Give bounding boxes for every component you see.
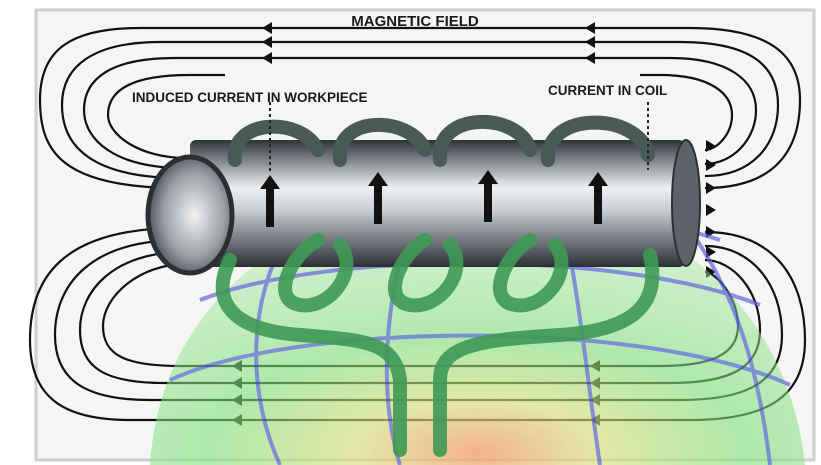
- workpiece-right-end: [672, 140, 700, 266]
- workpiece-left-opening: [148, 157, 232, 273]
- title-magnetic-field: MAGNETIC FIELD: [351, 13, 479, 30]
- label-induced-current: INDUCED CURRENT IN WORKPIECE: [132, 90, 368, 105]
- label-coil-current: CURRENT IN COIL: [548, 83, 667, 98]
